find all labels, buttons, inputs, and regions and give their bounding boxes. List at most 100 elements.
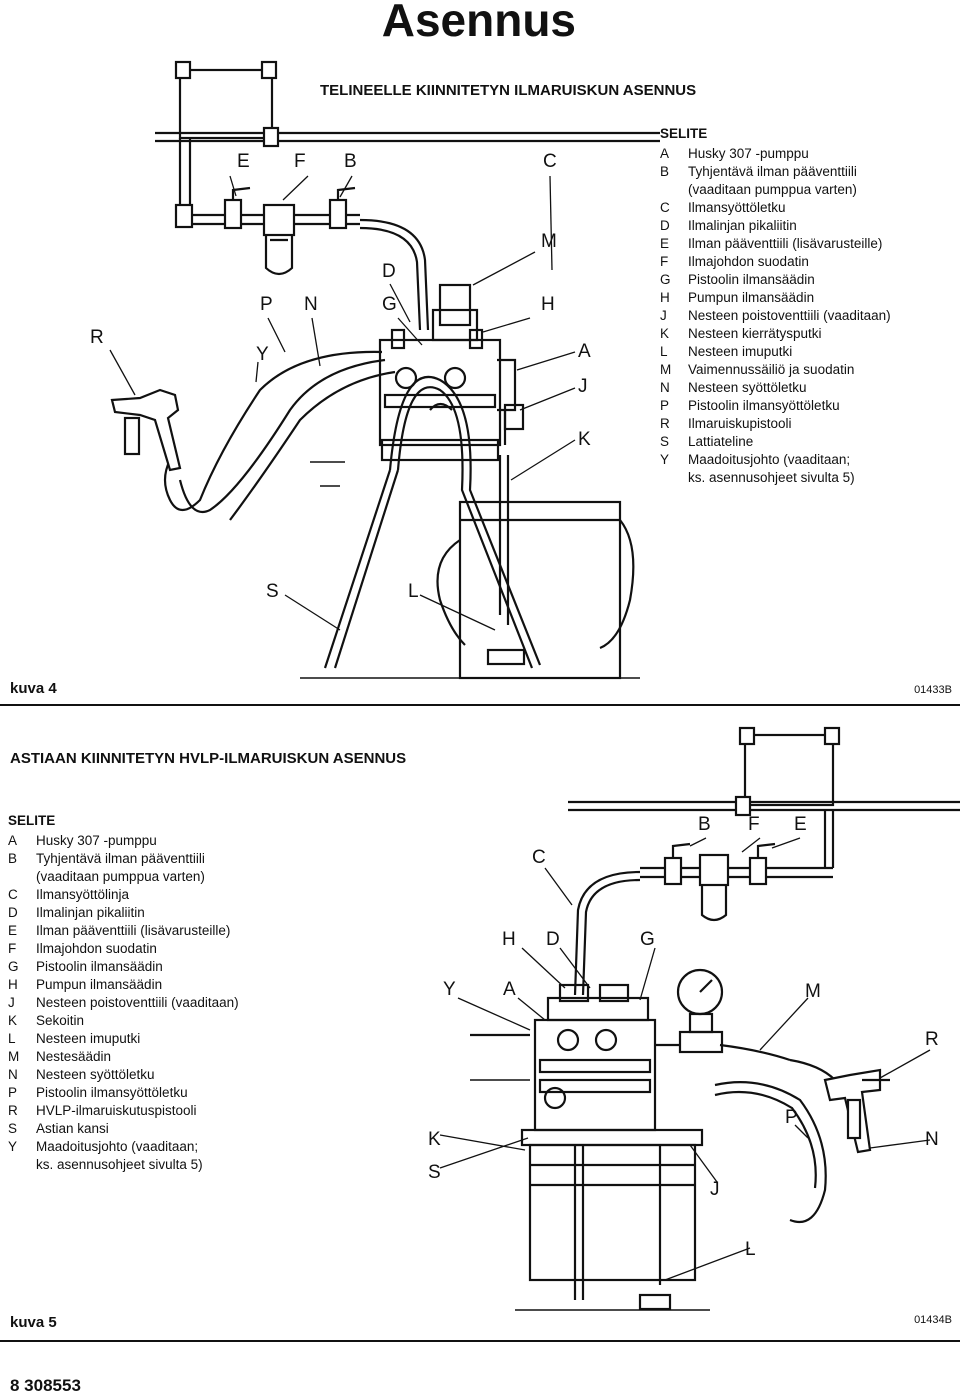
legend-text: Pistoolin ilmansyöttöletku bbox=[36, 1085, 188, 1100]
legend-key: M bbox=[660, 362, 672, 377]
callout-Y: Y bbox=[443, 979, 456, 1000]
legend-key: Y bbox=[660, 452, 670, 467]
legend-text: Pistoolin ilmansäädin bbox=[688, 272, 815, 287]
callout-E: E bbox=[794, 814, 807, 835]
callout-N: N bbox=[304, 294, 318, 315]
legend-row: Y Maadoitusjohto (vaaditaan; bbox=[660, 451, 940, 469]
legend-text: Tyhjentävä ilman pääventtiili bbox=[688, 164, 857, 179]
legend-key: J bbox=[8, 995, 15, 1010]
legend-text: Nesteen imuputki bbox=[688, 344, 793, 359]
legend-key: D bbox=[660, 218, 670, 233]
figure-code-5: 01434B bbox=[914, 1314, 952, 1326]
callout-R: R bbox=[90, 327, 104, 348]
legend-row: P Pistoolin ilmansyöttöletku bbox=[660, 397, 940, 415]
page-footer: 8 308553 bbox=[10, 1376, 81, 1395]
legend-key: N bbox=[660, 380, 670, 395]
legend-text: Vaimennussäiliö ja suodatin bbox=[688, 362, 855, 377]
legend-key: R bbox=[8, 1103, 18, 1118]
legend-text: Ilman pääventtiili (lisävarusteille) bbox=[36, 923, 231, 938]
legend-key: G bbox=[8, 959, 19, 974]
legend-row: J Nesteen poistoventtiili (vaaditaan) bbox=[8, 994, 298, 1012]
legend-text: (vaaditaan pumppua varten) bbox=[688, 182, 857, 197]
legend-text: HVLP-ilmaruiskutuspistooli bbox=[36, 1103, 197, 1118]
callout-M: M bbox=[541, 231, 557, 252]
legend-row: G Pistoolin ilmansäädin bbox=[8, 958, 298, 976]
legend-text: Lattiateline bbox=[688, 434, 754, 449]
legend-key: S bbox=[660, 434, 670, 449]
section-heading-1: TELINEELLE KIINNITETYN ILMARUISKUN ASENN… bbox=[320, 82, 697, 99]
legend-text: Maadoitusjohto (vaaditaan; bbox=[688, 452, 851, 467]
callout-Y: Y bbox=[256, 344, 269, 365]
callout-F: F bbox=[294, 151, 306, 172]
callout-M: M bbox=[805, 981, 821, 1002]
callout-H: H bbox=[541, 294, 555, 315]
legend-key: E bbox=[660, 236, 670, 251]
legend-title: SELITE bbox=[8, 813, 56, 828]
section-heading-2: ASTIAAN KIINNITETYN HVLP-ILMARUISKUN ASE… bbox=[10, 750, 407, 767]
legend-text: ks. asennusohjeet sivulta 5) bbox=[36, 1157, 203, 1172]
divider bbox=[0, 1340, 960, 1342]
callout-F: F bbox=[748, 814, 760, 835]
legend-text: Pumpun ilmansäädin bbox=[688, 290, 815, 305]
legend-key: K bbox=[660, 326, 670, 341]
legend-row: H Pumpun ilmansäädin bbox=[660, 289, 940, 307]
legend-text: Nesteen syöttöletku bbox=[688, 380, 807, 395]
legend-title: SELITE bbox=[660, 126, 708, 141]
legend-row: M Vaimennussäiliö ja suodatin bbox=[660, 361, 940, 379]
callout-J: J bbox=[710, 1179, 720, 1200]
callout-C: C bbox=[532, 847, 546, 868]
legend-key: P bbox=[660, 398, 670, 413]
legend-text: (vaaditaan pumppua varten) bbox=[36, 869, 205, 884]
legend-text: Nesteen poistoventtiili (vaaditaan) bbox=[688, 308, 891, 323]
legend-text: Nesteen poistoventtiili (vaaditaan) bbox=[36, 995, 239, 1010]
legend-row: Y Maadoitusjohto (vaaditaan; bbox=[8, 1138, 298, 1156]
legend-text: Ilmansyöttöletku bbox=[688, 200, 786, 215]
figure-4-diagram bbox=[109, 60, 660, 680]
legend-key: C bbox=[660, 200, 670, 215]
callout-N: N bbox=[925, 1129, 939, 1150]
figure-label-5: kuva 5 bbox=[10, 1314, 57, 1331]
legend-text: Ilmajohdon suodatin bbox=[36, 941, 157, 956]
callout-P: P bbox=[785, 1107, 798, 1128]
legend-key: H bbox=[660, 290, 670, 305]
legend-key: M bbox=[8, 1049, 20, 1064]
callout-K: K bbox=[428, 1129, 441, 1150]
callout-H: H bbox=[502, 929, 516, 950]
legend-text: Pistoolin ilmansyöttöletku bbox=[688, 398, 840, 413]
callout-G: G bbox=[640, 929, 655, 950]
callout-B: B bbox=[344, 151, 357, 172]
callout-D: D bbox=[546, 929, 560, 950]
legend-key: D bbox=[8, 905, 18, 920]
legend-text: Maadoitusjohto (vaaditaan; bbox=[36, 1139, 199, 1154]
legend-key: F bbox=[8, 941, 17, 956]
legend-key: Y bbox=[8, 1139, 18, 1154]
figure-code-4: 01433B bbox=[914, 684, 952, 696]
divider bbox=[0, 704, 960, 706]
callout-G: G bbox=[382, 294, 397, 315]
callout-S: S bbox=[266, 581, 279, 602]
legend-key: K bbox=[8, 1013, 18, 1028]
legend-text: Ilmalinjan pikaliitin bbox=[688, 218, 797, 233]
callout-L: L bbox=[408, 581, 419, 602]
legend-text: Sekoitin bbox=[36, 1013, 85, 1028]
legend-row: F Ilmajohdon suodatin bbox=[8, 940, 298, 958]
legend-text: Pistoolin ilmansäädin bbox=[36, 959, 163, 974]
legend-row: (vaaditaan pumppua varten) bbox=[660, 181, 940, 199]
callout-R: R bbox=[925, 1029, 939, 1050]
legend-row: ks. asennusohjeet sivulta 5) bbox=[8, 1156, 298, 1174]
legend-key: F bbox=[660, 254, 669, 269]
